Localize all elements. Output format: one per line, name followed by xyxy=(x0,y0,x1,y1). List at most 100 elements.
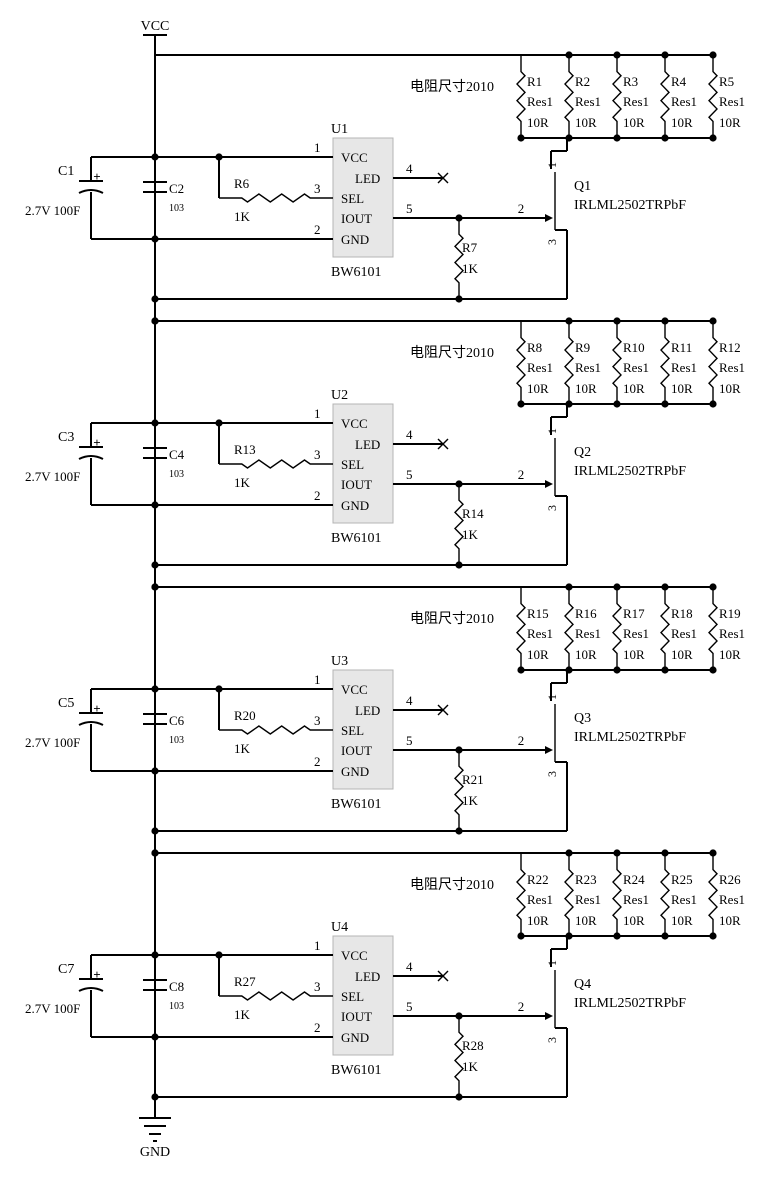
ic-pin-name: GND xyxy=(341,1030,369,1045)
resistor-symbol xyxy=(219,991,333,1001)
resistor-symbol xyxy=(516,55,526,138)
load-resistor-type: Res1 xyxy=(623,626,649,641)
ic-body xyxy=(332,669,394,790)
load-resistor-type: Res1 xyxy=(671,626,697,641)
ic-pin-name: IOUT xyxy=(341,1009,372,1024)
ic-pin-number: 1 xyxy=(314,672,321,687)
sel-resistor-value: 1K xyxy=(234,209,251,224)
junction-dot xyxy=(709,317,717,325)
gate-resistor-value: 1K xyxy=(462,1059,479,1074)
resistor-symbol xyxy=(660,853,670,936)
mosfet-pin-number: 2 xyxy=(518,999,525,1014)
cap-plate xyxy=(78,455,104,460)
decoupling-cap-value: 103 xyxy=(169,203,184,214)
ic-pin-name: GND xyxy=(341,232,369,247)
resistor-symbol xyxy=(219,193,333,203)
ic-pin-number: 3 xyxy=(314,447,321,462)
stage-4: R22Res110RR23Res110RR24Res110RR25Res110R… xyxy=(25,849,745,1101)
load-resistor-type: Res1 xyxy=(575,626,601,641)
junction-dot xyxy=(151,1033,159,1041)
polarity-plus-icon: + xyxy=(93,169,100,184)
ic-pin-name: LED xyxy=(355,703,380,718)
decoupling-cap-ref: C2 xyxy=(169,181,184,196)
load-resistor-value: 10R xyxy=(575,381,597,396)
junction-dot xyxy=(151,583,159,591)
load-resistor-value: 10R xyxy=(575,647,597,662)
resistor-symbol xyxy=(516,853,526,936)
junction-dot xyxy=(151,1093,159,1101)
load-resistor-type: Res1 xyxy=(527,94,553,109)
load-resistor-type: Res1 xyxy=(623,94,649,109)
junction-dot xyxy=(215,685,223,693)
ic-pin-name: IOUT xyxy=(341,211,372,226)
ic-pin-name: IOUT xyxy=(341,477,372,492)
mosfet-part: IRLML2502TRPbF xyxy=(574,996,686,1011)
junction-dot xyxy=(151,827,159,835)
ic-pin-name: VCC xyxy=(341,948,368,963)
load-resistor-type: Res1 xyxy=(575,94,601,109)
resistor-size-note: 电阻尺寸2010 xyxy=(410,345,494,361)
resistor-symbol xyxy=(454,484,464,565)
resistor-symbol xyxy=(516,587,526,670)
mosfet-pin-number: 2 xyxy=(518,201,525,216)
junction-dot xyxy=(661,51,669,59)
resistor-symbol xyxy=(454,218,464,299)
junction-dot xyxy=(215,419,223,427)
resistor-size-note: 电阻尺寸2010 xyxy=(410,611,494,627)
load-resistor-type: Res1 xyxy=(623,892,649,907)
ic-pin-name: LED xyxy=(355,437,380,452)
ic-pin-number: 2 xyxy=(314,488,321,503)
ic-pin-name: SEL xyxy=(341,989,364,1004)
supercap-ref: C3 xyxy=(58,430,74,445)
load-resistor-value: 10R xyxy=(719,647,741,662)
mosfet-pin-number: 3 xyxy=(545,239,559,245)
load-resistor-type: Res1 xyxy=(575,360,601,375)
ic-body xyxy=(332,137,394,258)
gate-arrow-icon xyxy=(545,1012,553,1020)
load-resistor-type: Res1 xyxy=(527,626,553,641)
decoupling-cap-ref: C6 xyxy=(169,713,185,728)
ic-pin-number: 3 xyxy=(314,713,321,728)
ic-body xyxy=(332,935,394,1056)
ic-pin-number: 2 xyxy=(314,222,321,237)
ic-pin-name: IOUT xyxy=(341,743,372,758)
load-resistor-ref: R5 xyxy=(719,74,734,89)
junction-dot xyxy=(661,849,669,857)
sel-resistor-value: 1K xyxy=(234,741,251,756)
mosfet-ref: Q3 xyxy=(574,711,591,726)
supercap-value: 2.7V 100F xyxy=(25,469,80,484)
ic-pin-name: SEL xyxy=(341,723,364,738)
decoupling-cap-value: 103 xyxy=(169,1001,184,1012)
load-resistor-value: 10R xyxy=(671,115,693,130)
load-resistor-ref: R10 xyxy=(623,340,645,355)
sel-resistor-ref: R6 xyxy=(234,176,250,191)
load-resistor-type: Res1 xyxy=(719,360,745,375)
load-resistor-type: Res1 xyxy=(719,626,745,641)
gate-resistor-value: 1K xyxy=(462,261,479,276)
cap-plate xyxy=(78,189,104,194)
junction-dot xyxy=(151,419,159,427)
resistor-size-note: 电阻尺寸2010 xyxy=(410,79,494,95)
gate-arrow-icon xyxy=(545,480,553,488)
mosfet-pin-number: 1 xyxy=(545,960,559,966)
vcc-label: VCC xyxy=(141,19,170,34)
load-resistor-value: 10R xyxy=(623,115,645,130)
junction-dot xyxy=(565,583,573,591)
ic-pin-name: LED xyxy=(355,969,380,984)
ic-part: BW6101 xyxy=(331,1063,382,1078)
resistor-symbol xyxy=(516,321,526,404)
gate-resistor-ref: R21 xyxy=(462,772,484,787)
resistor-symbol xyxy=(219,459,333,469)
ic-pin-number: 1 xyxy=(314,140,321,155)
gate-resistor-value: 1K xyxy=(462,527,479,542)
decoupling-cap-value: 103 xyxy=(169,469,184,480)
junction-dot xyxy=(151,767,159,775)
resistor-size-note: 电阻尺寸2010 xyxy=(410,877,494,893)
supercap-value: 2.7V 100F xyxy=(25,735,80,750)
load-resistor-value: 10R xyxy=(575,115,597,130)
junction-dot xyxy=(151,153,159,161)
ic-pin-number: 4 xyxy=(406,427,413,442)
load-resistor-type: Res1 xyxy=(671,360,697,375)
resistor-symbol xyxy=(612,321,622,404)
junction-dot xyxy=(661,317,669,325)
